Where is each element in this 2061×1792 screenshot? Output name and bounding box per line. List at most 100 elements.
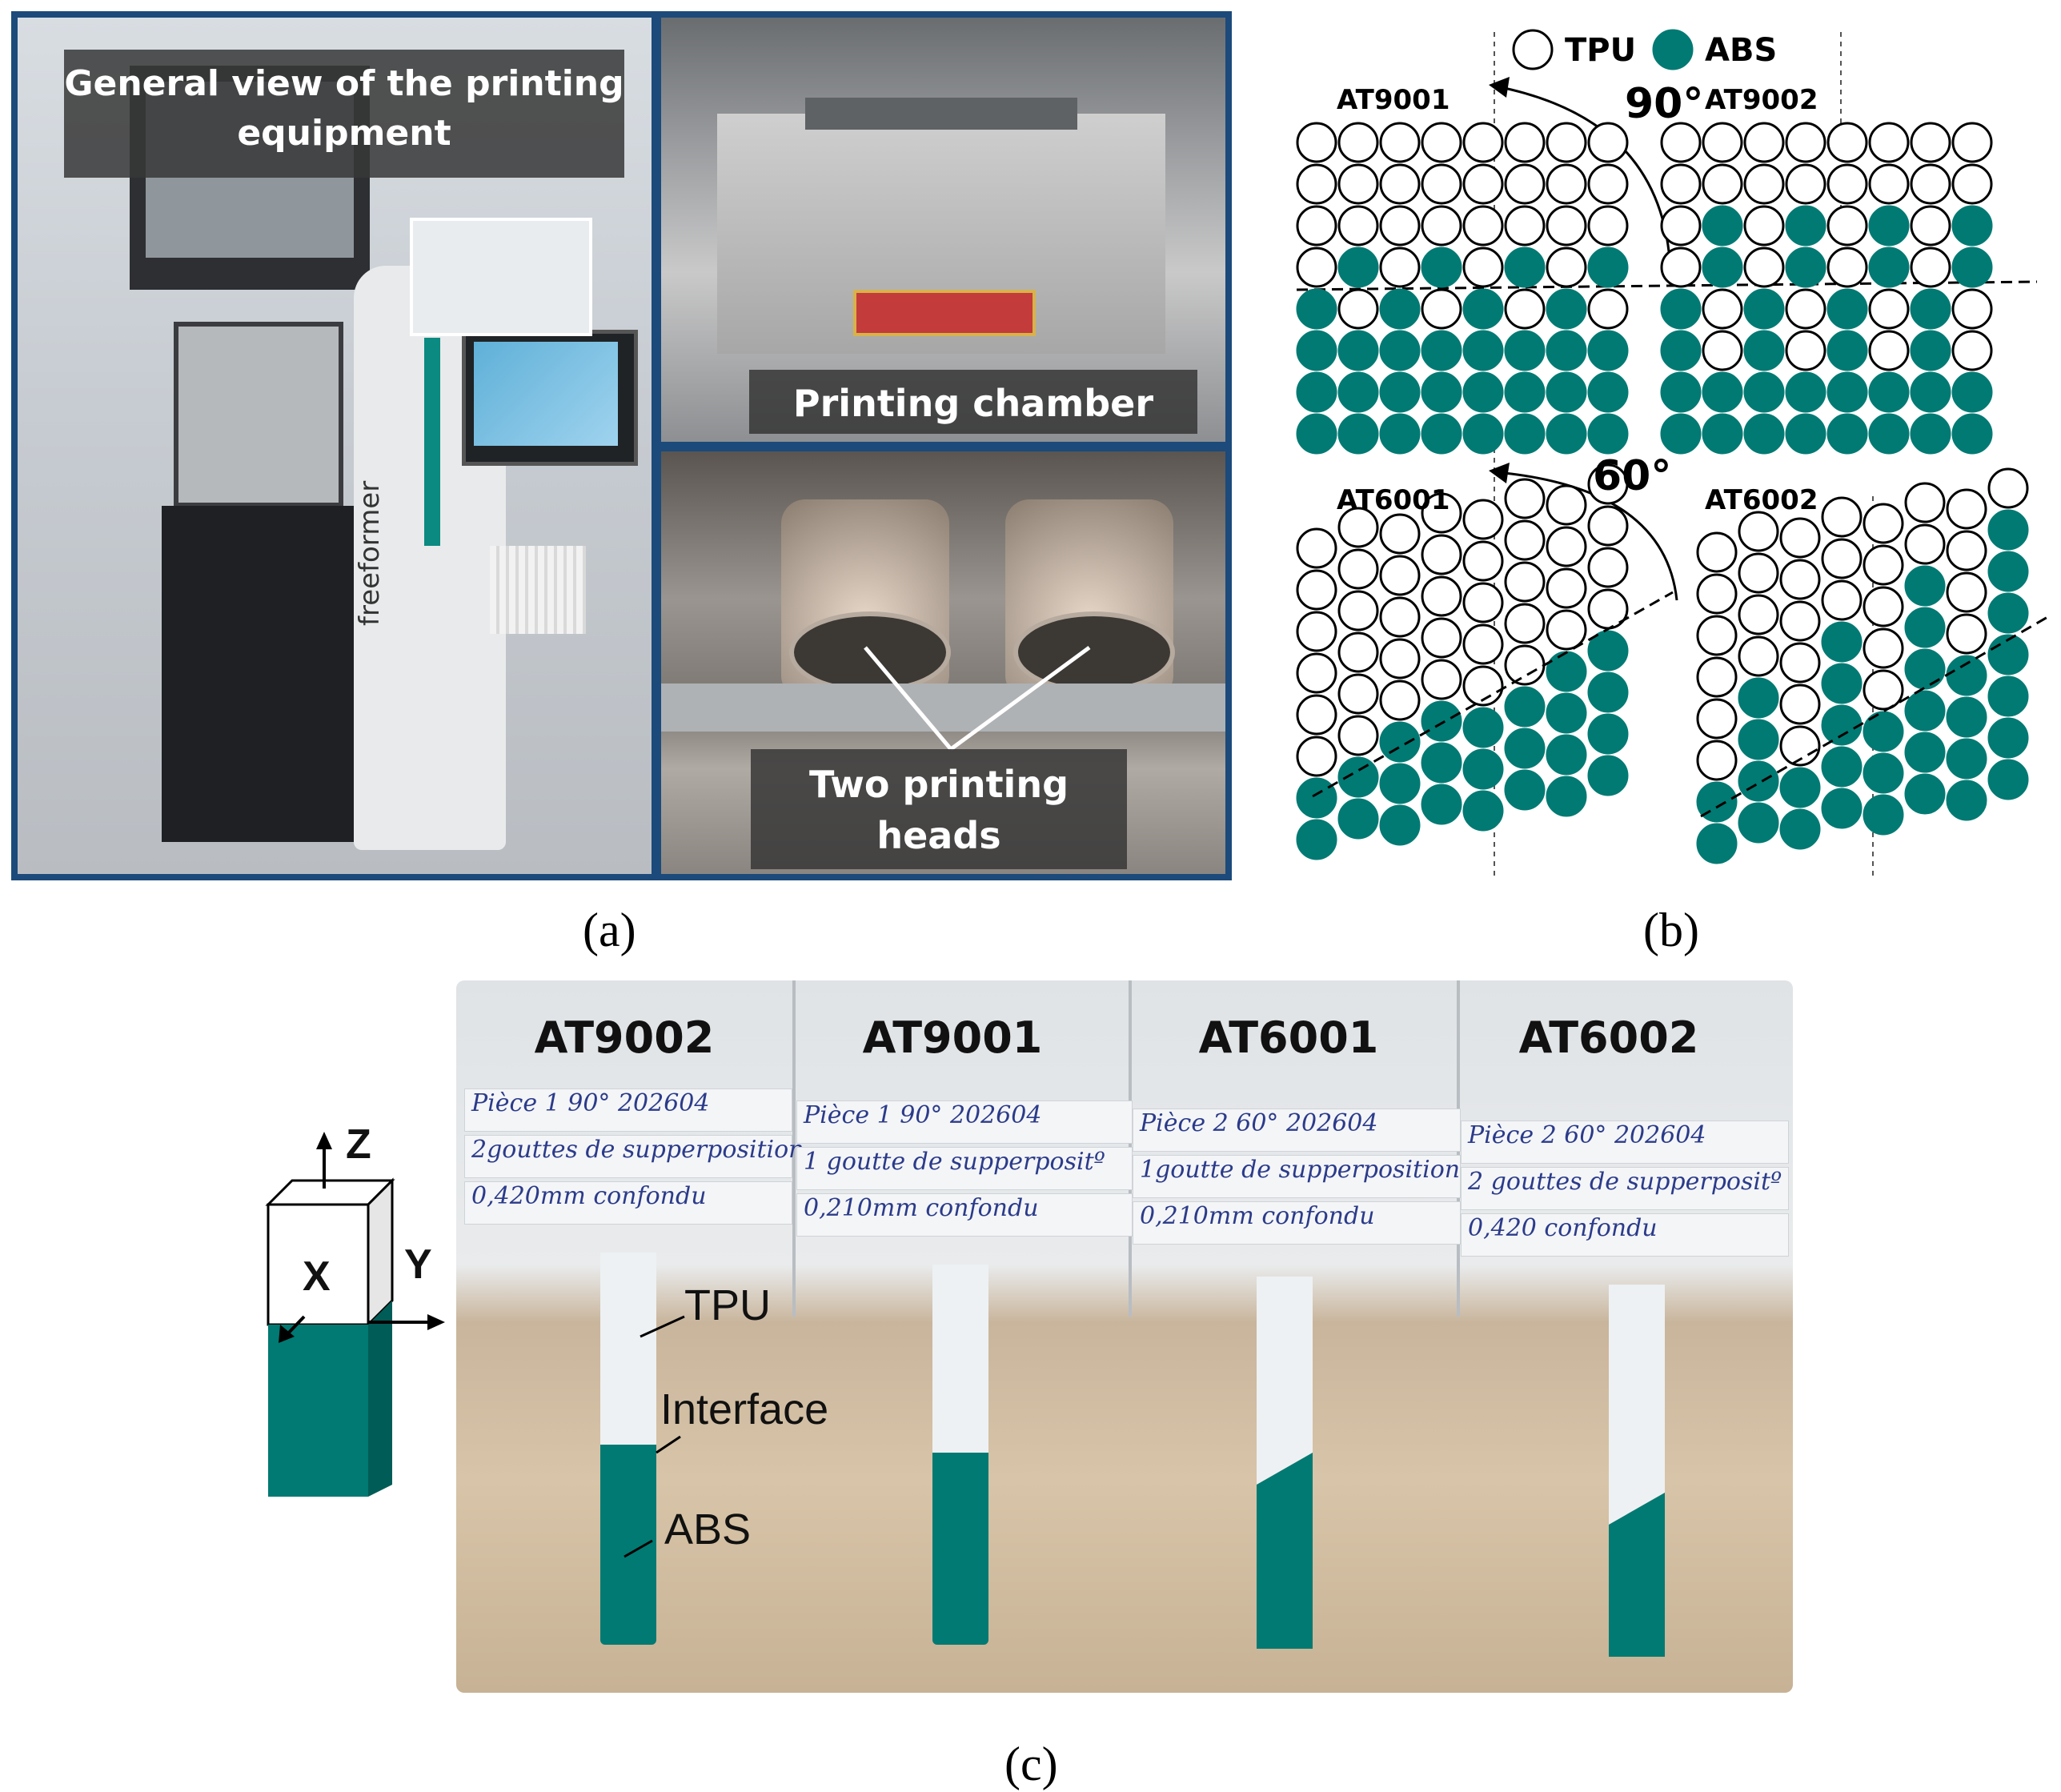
interface-line-60-left: [1312, 591, 1674, 798]
printer-accent-stripe: [424, 338, 440, 546]
panel-c-label: (c): [1004, 1738, 1058, 1790]
callout-tpu-label: TPU: [684, 1281, 771, 1329]
tpu-droplet: [1421, 659, 1462, 700]
tpu-droplet: [1863, 544, 1904, 586]
tpu-droplet: [1421, 575, 1462, 617]
tpu-droplet: [1904, 523, 1946, 565]
abs-droplet: [1868, 371, 1910, 413]
tpu-droplet: [1951, 330, 1993, 371]
tpu-droplet: [1779, 642, 1821, 684]
abs-droplet: [1587, 371, 1629, 413]
abs-droplet: [1546, 776, 1587, 817]
tpu-droplet: [1821, 496, 1863, 538]
abs-droplet: [1462, 707, 1504, 748]
abs-droplet: [1421, 742, 1462, 784]
specimen-title-at6002: AT6002: [1518, 1012, 1699, 1063]
panel-b-droplet-diagram: TPU ABS 90° 60° AT9001 AT9002 AT6001 AT6…: [1249, 0, 2061, 888]
specimen-3d-block-svg: [265, 1132, 445, 1497]
abs-droplet: [1904, 732, 1946, 773]
abs-droplet: [1379, 413, 1421, 455]
abs-droplet: [1421, 247, 1462, 288]
tpu-droplet: [1296, 122, 1337, 163]
label-note-line3: 0,210mm confondu: [796, 1193, 1133, 1237]
abs-droplet: [1702, 205, 1743, 247]
tpu-droplet: [1987, 467, 2029, 509]
panel-a-label: (a): [583, 904, 636, 956]
tpu-droplet: [1504, 205, 1546, 247]
tpu-droplet: [1821, 538, 1863, 579]
tpu-droplet: [1546, 609, 1587, 651]
abs-droplet: [1660, 413, 1702, 455]
tpu-droplet: [1421, 122, 1462, 163]
abs-droplet: [1987, 676, 2029, 717]
tpu-droplet: [1462, 665, 1504, 707]
abs-droplet: [1421, 700, 1462, 742]
chamber-build-platform: [853, 290, 1036, 336]
abs-droplet: [1863, 752, 1904, 794]
tpu-droplet: [1660, 205, 1702, 247]
tpu-droplet: [1785, 288, 1826, 330]
abs-droplet: [1462, 748, 1504, 790]
abs-droplet: [1904, 648, 1946, 690]
abs-droplet: [1660, 330, 1702, 371]
tpu-droplet: [1779, 725, 1821, 767]
tpu-droplet: [1296, 247, 1337, 288]
abs-droplet: [1946, 780, 1987, 821]
abs-droplet: [1779, 808, 1821, 850]
abs-droplet: [1904, 607, 1946, 648]
caption-printing-chamber: Printing chamber: [749, 370, 1197, 434]
printer-brand-text: freeformer: [354, 480, 386, 626]
tpu-droplet: [1696, 531, 1738, 573]
tpu-droplet: [1462, 163, 1504, 205]
abs-droplet: [1587, 671, 1629, 713]
label-note-line2: 2gouttes de supperposition: [464, 1135, 804, 1178]
abs-droplet: [1421, 784, 1462, 825]
bag-divider: [792, 980, 796, 1317]
abs-droplet: [1785, 205, 1826, 247]
abs-droplet: [1546, 651, 1587, 692]
abs-droplet: [1738, 677, 1779, 719]
room-window: [410, 218, 592, 336]
tpu-droplet: [1779, 684, 1821, 725]
tpu-droplet: [1421, 534, 1462, 575]
abs-droplet: [1504, 769, 1546, 811]
tpu-droplet: [1910, 247, 1951, 288]
abs-droplet: [1946, 696, 1987, 738]
droplet-circles-group: [1296, 122, 2029, 864]
tpu-droplet: [1785, 163, 1826, 205]
tpu-droplet: [1946, 613, 1987, 655]
tpu-droplet: [1379, 247, 1421, 288]
abs-droplet: [1702, 371, 1743, 413]
abs-droplet: [1462, 371, 1504, 413]
abs-droplet: [1738, 760, 1779, 802]
tpu-droplet: [1587, 205, 1629, 247]
abs-droplet: [1910, 330, 1951, 371]
tpu-droplet: [1421, 617, 1462, 659]
abs-droplet: [1337, 413, 1379, 455]
abs-droplet: [1987, 509, 2029, 551]
abs-droplet: [1504, 728, 1546, 769]
label-note-line2: 2 gouttes de supperpositº: [1461, 1167, 1789, 1210]
chamber-print-head-rail: [805, 98, 1077, 130]
callout-abs-label: ABS: [664, 1505, 752, 1553]
tpu-droplet: [1696, 698, 1738, 740]
printing-chamber-photo: Printing chamber: [661, 18, 1225, 442]
abs-droplet: [1587, 755, 1629, 796]
abs-droplet: [1587, 247, 1629, 288]
tpu-droplet: [1337, 548, 1379, 590]
sample-label-at9002-b: AT9002: [1705, 84, 1818, 116]
tpu-droplet: [1910, 163, 1951, 205]
tpu-droplet: [1779, 517, 1821, 559]
tpu-droplet: [1696, 740, 1738, 781]
tpu-droplet: [1462, 122, 1504, 163]
abs-droplet: [1379, 288, 1421, 330]
abs-droplet: [1462, 288, 1504, 330]
abs-droplet: [1546, 288, 1587, 330]
abs-droplet: [1821, 704, 1863, 746]
tpu-droplet: [1587, 463, 1629, 505]
tpu-droplet: [1826, 205, 1868, 247]
abs-droplet: [1821, 788, 1863, 829]
abs-droplet: [1826, 371, 1868, 413]
tpu-droplet: [1546, 526, 1587, 567]
tpu-droplet: [1951, 122, 1993, 163]
